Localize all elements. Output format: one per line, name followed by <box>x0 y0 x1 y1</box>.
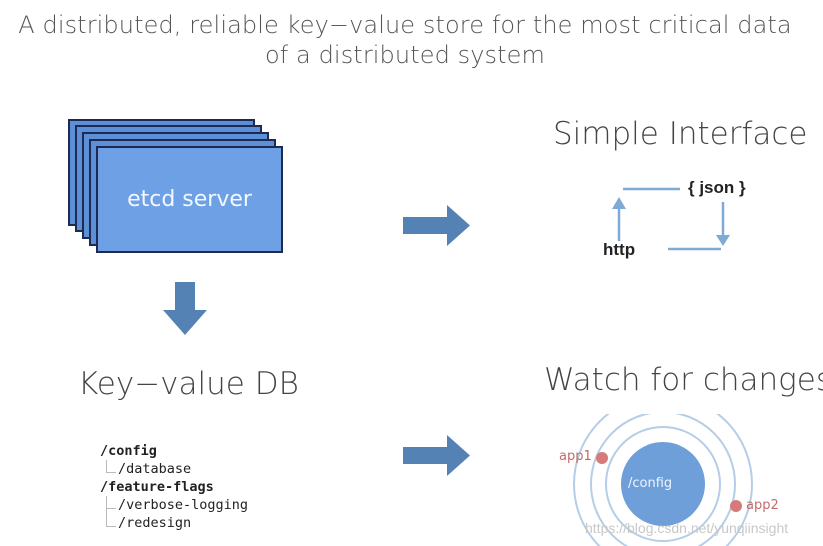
page-title: A distributed, reliable key−value store … <box>0 10 810 70</box>
arrow-right-icon <box>403 435 470 476</box>
etcd-server-label: etcd server <box>127 187 252 212</box>
watch-heading: Watch for changes <box>544 362 823 398</box>
tree-item-config: /config <box>100 443 157 459</box>
arrow-right-icon <box>403 205 470 246</box>
etcd-server-card: etcd server <box>96 146 283 253</box>
simple-interface-heading: Simple Interface <box>553 116 808 152</box>
title-line-1: A distributed, reliable key−value store … <box>18 11 792 39</box>
json-label: { json } <box>688 178 746 197</box>
tree-connector <box>106 460 116 473</box>
watch-diagram <box>573 414 753 546</box>
request-cycle-diagram <box>612 187 730 251</box>
http-label: http <box>603 240 636 259</box>
tree-connector <box>106 508 116 527</box>
tree-item-verbose-logging: /verbose-logging <box>118 497 249 513</box>
key-value-db-heading: Key−value DB <box>78 366 299 402</box>
arrow-down-icon <box>163 282 207 335</box>
config-center-label: /config <box>628 476 673 491</box>
title-line-2: of a distributed system <box>265 41 545 69</box>
tree-connector <box>106 496 116 509</box>
app2-label: app2 <box>746 498 779 513</box>
app1-label: app1 <box>559 449 592 464</box>
tree-item-redesign: /redesign <box>118 515 192 531</box>
tree-item-database: /database <box>118 461 192 477</box>
tree-item-feature-flags: /feature-flags <box>100 479 214 495</box>
watermark: https://blog.csdn.net/yunqiinsight <box>585 520 789 536</box>
